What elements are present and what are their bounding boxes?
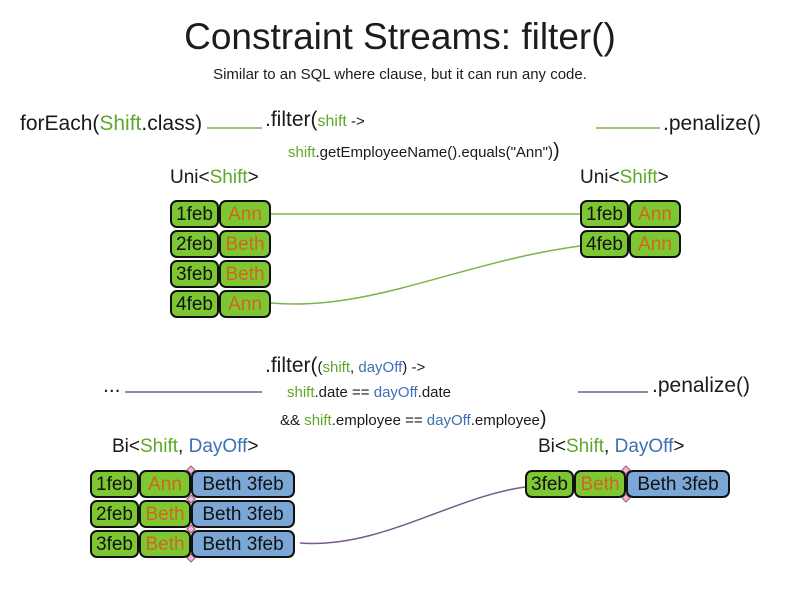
shift-date-cell: 3feb bbox=[525, 470, 574, 498]
foreach-pre: forEach( bbox=[20, 112, 100, 135]
filter2-params-close: ) -> bbox=[402, 359, 426, 376]
uni-right-type: Shift bbox=[619, 167, 658, 188]
body2-close: ) bbox=[539, 408, 547, 430]
filter-open: .filter( bbox=[265, 108, 318, 131]
filter2-param2: dayOff bbox=[358, 359, 403, 376]
uni-right-post: > bbox=[657, 167, 669, 188]
code-filter-top-body: shift.getEmployeeName().equals("Ann")) bbox=[288, 140, 560, 163]
filter2-comma: , bbox=[350, 359, 359, 376]
shift-date-cell: 3feb bbox=[170, 260, 219, 288]
shift-date-cell: 1feb bbox=[170, 200, 219, 228]
table-row: 4feb Ann bbox=[580, 230, 681, 258]
dayoff-pair-cell: Beth 3feb bbox=[191, 470, 295, 498]
dayoff-pair-cell: Beth 3feb bbox=[191, 500, 295, 528]
code-foreach: forEach(Shift.class) bbox=[20, 112, 202, 136]
bi-left-post: > bbox=[247, 436, 259, 457]
uni-right-table: 1feb Ann 4feb Ann bbox=[580, 200, 681, 260]
bi-left-type1: Shift bbox=[140, 436, 179, 457]
shift-employee-cell: Beth bbox=[219, 260, 271, 288]
shift-date-cell: 3feb bbox=[90, 530, 139, 558]
table-row: 3feb Beth Beth 3feb bbox=[525, 470, 730, 498]
table-row: 3feb Beth bbox=[170, 260, 271, 288]
bi-label-right: Bi<Shift, DayOff> bbox=[538, 436, 684, 458]
table-row: 3feb Beth Beth 3feb bbox=[90, 530, 295, 558]
bi-left-comma: , bbox=[178, 436, 189, 457]
wire-bi-row3 bbox=[299, 486, 526, 545]
bi-right-post: > bbox=[673, 436, 685, 457]
table-row: 4feb Ann bbox=[170, 290, 271, 318]
uni-left-table: 1feb Ann 2feb Beth 3feb Beth 4feb Ann bbox=[170, 200, 271, 320]
bi-right-pre: Bi< bbox=[538, 436, 566, 457]
uni-left-type: Shift bbox=[209, 167, 248, 188]
shift-employee-cell: Beth bbox=[574, 470, 626, 498]
page-title: Constraint Streams: filter() bbox=[184, 16, 616, 57]
body2-dayoff: dayOff bbox=[426, 412, 471, 429]
shift-date-cell: 1feb bbox=[90, 470, 139, 498]
table-row: 1feb Ann bbox=[580, 200, 681, 228]
shift-employee-cell: Ann bbox=[139, 470, 191, 498]
dayoff-pair-cell: Beth 3feb bbox=[626, 470, 730, 498]
bi-left-table: 1feb Ann Beth 3feb 2feb Beth Beth 3feb 3… bbox=[90, 470, 295, 560]
bi-left-type2: DayOff bbox=[188, 436, 248, 457]
foreach-type: Shift bbox=[99, 112, 142, 135]
filter-body-close: ) bbox=[552, 140, 560, 162]
shift-date-cell: 4feb bbox=[170, 290, 219, 318]
code-filter-bottom: .filter((shift, dayOff) -> bbox=[265, 354, 425, 378]
table-row: 2feb Beth Beth 3feb bbox=[90, 500, 295, 528]
body2-mid: .employee == bbox=[331, 412, 427, 429]
body1-end: .date bbox=[417, 384, 452, 401]
code-filter-top: .filter(shift -> bbox=[265, 108, 365, 132]
dayoff-pair-cell: Beth 3feb bbox=[191, 530, 295, 558]
shift-employee-cell: Beth bbox=[219, 230, 271, 258]
foreach-post: .class) bbox=[141, 112, 203, 135]
shift-employee-cell: Ann bbox=[629, 200, 681, 228]
bi-right-table: 3feb Beth Beth 3feb bbox=[525, 470, 730, 500]
uni-label-right: Uni<Shift> bbox=[580, 167, 669, 189]
shift-employee-cell: Beth bbox=[139, 530, 191, 558]
body2-end: .employee bbox=[470, 412, 540, 429]
shift-employee-cell: Beth bbox=[139, 500, 191, 528]
table-row: 2feb Beth bbox=[170, 230, 271, 258]
uni-label-left: Uni<Shift> bbox=[170, 167, 259, 189]
shift-date-cell: 1feb bbox=[580, 200, 629, 228]
bi-right-comma: , bbox=[604, 436, 615, 457]
code-filter-bottom-body1: shift.date == dayOff.date bbox=[287, 384, 451, 401]
table-row: 1feb Ann Beth 3feb bbox=[90, 470, 295, 498]
body2-shift: shift bbox=[304, 412, 332, 429]
filter-body-rest: .getEmployeeName().equals("Ann") bbox=[315, 144, 553, 161]
code-filter-bottom-body2: && shift.employee == dayOff.employee) bbox=[280, 408, 547, 431]
bi-left-pre: Bi< bbox=[112, 436, 140, 457]
table-row: 1feb Ann bbox=[170, 200, 271, 228]
body1-shift: shift bbox=[287, 384, 315, 401]
shift-date-cell: 4feb bbox=[580, 230, 629, 258]
body2-and: && bbox=[280, 412, 305, 429]
filter2-param1: shift bbox=[322, 359, 351, 376]
shift-employee-cell: Ann bbox=[219, 290, 271, 318]
bi-right-type1: Shift bbox=[566, 436, 605, 457]
filter-param: shift bbox=[317, 113, 347, 130]
bi-right-type2: DayOff bbox=[614, 436, 674, 457]
filter-arrow: -> bbox=[346, 113, 365, 130]
uni-left-pre: Uni< bbox=[170, 167, 210, 188]
shift-employee-cell: Ann bbox=[219, 200, 271, 228]
filter-body-param: shift bbox=[288, 144, 316, 161]
body1-mid: .date == bbox=[314, 384, 374, 401]
code-source-dots: ... bbox=[103, 374, 121, 397]
uni-left-post: > bbox=[247, 167, 259, 188]
page-subtitle: Similar to an SQL where clause, but it c… bbox=[213, 66, 587, 83]
code-penalize-bottom: .penalize() bbox=[652, 374, 751, 397]
filter2-open: .filter( bbox=[265, 354, 318, 377]
uni-right-pre: Uni< bbox=[580, 167, 620, 188]
bi-label-left: Bi<Shift, DayOff> bbox=[112, 436, 258, 458]
filter2-params-open: ( bbox=[317, 359, 323, 376]
shift-date-cell: 2feb bbox=[90, 500, 139, 528]
body1-dayoff: dayOff bbox=[373, 384, 418, 401]
shift-employee-cell: Ann bbox=[629, 230, 681, 258]
shift-date-cell: 2feb bbox=[170, 230, 219, 258]
wire-uni-row4 bbox=[270, 245, 581, 305]
code-penalize-top: .penalize() bbox=[663, 112, 762, 135]
